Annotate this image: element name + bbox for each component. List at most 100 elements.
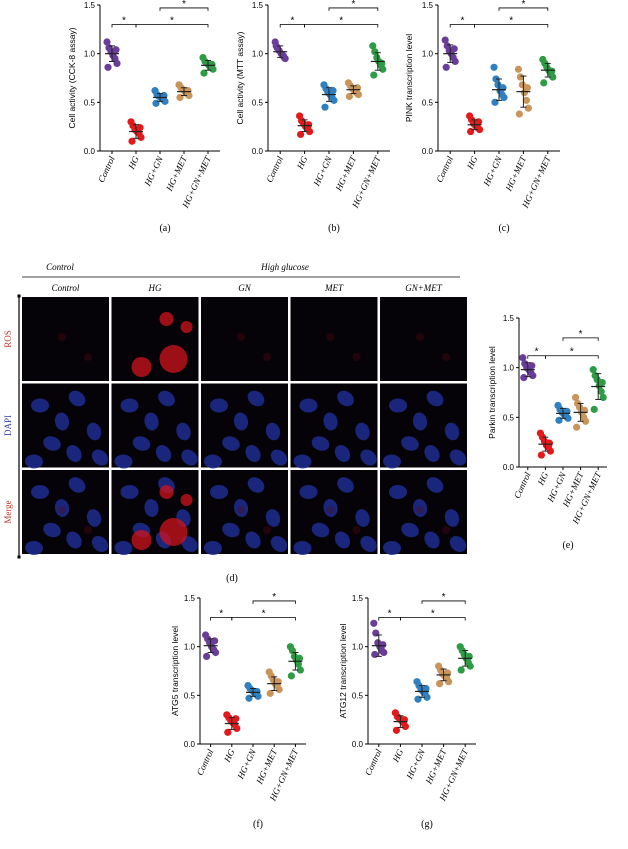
data-point	[589, 366, 597, 374]
dapi-nucleus	[181, 449, 198, 466]
dapi-nucleus	[210, 398, 228, 413]
dapi-nucleus	[43, 522, 61, 538]
data-point	[296, 666, 304, 674]
significance-star: *	[182, 0, 186, 10]
data-point	[522, 96, 531, 104]
micrograph-cell	[201, 297, 288, 381]
data-point	[184, 87, 192, 95]
significance-star: *	[388, 608, 392, 619]
ros-signal	[159, 312, 174, 326]
data-point	[152, 99, 160, 107]
x-tick-label: HG+MET	[503, 154, 529, 194]
micrograph-cell	[380, 470, 467, 556]
dapi-nucleus	[120, 398, 139, 413]
y-tick-label: 0.5	[503, 413, 515, 422]
dapi-nucleus	[222, 522, 240, 538]
dapi-nucleus	[265, 422, 281, 441]
data-point	[414, 695, 422, 703]
data-point	[371, 650, 379, 659]
dapi-nucleus	[334, 445, 351, 462]
dapi-nucleus	[412, 412, 428, 431]
y-axis-label: PINK transcription level	[404, 34, 414, 122]
x-tick-label: HG	[464, 154, 479, 171]
x-tick-label: HG+GN	[142, 154, 165, 189]
significance-star: *	[339, 15, 343, 26]
y-tick-label: 0.0	[252, 147, 264, 156]
significance-star: *	[460, 15, 464, 26]
data-point	[354, 90, 362, 99]
dapi-nucleus	[444, 422, 460, 441]
data-point	[442, 63, 450, 71]
data-point	[537, 451, 546, 459]
y-tick-label: 1.0	[184, 643, 196, 652]
data-point	[233, 724, 241, 733]
dapi-nucleus	[181, 536, 198, 552]
significance-star: *	[219, 608, 223, 619]
column-header: Control	[52, 283, 80, 293]
dapi-nucleus	[323, 412, 338, 431]
micrograph-cell	[290, 470, 378, 556]
significance-star: *	[535, 347, 539, 358]
significance-bracket	[400, 617, 466, 621]
dapi-nucleus	[66, 445, 82, 462]
dapi-nucleus	[334, 531, 351, 549]
y-tick-label: 1.5	[252, 1, 264, 10]
data-point	[379, 65, 387, 73]
data-point	[529, 372, 537, 380]
dapi-nucleus	[424, 531, 440, 549]
y-tick-label: 0.5	[352, 691, 364, 700]
data-point	[112, 46, 120, 54]
dapi-nucleus	[233, 412, 249, 431]
dapi-nucleus	[383, 454, 401, 469]
dapi-nucleus	[120, 485, 139, 499]
dapi-nucleus	[31, 398, 49, 413]
data-point	[515, 110, 524, 118]
significance-star: *	[351, 0, 355, 10]
data-point	[436, 680, 444, 688]
y-tick-label: 1.0	[84, 50, 96, 59]
dapi-nucleus	[444, 509, 460, 527]
significance-star: *	[262, 608, 266, 619]
data-point	[401, 722, 409, 731]
significance-bracket	[545, 355, 599, 359]
dapi-nucleus	[91, 536, 109, 552]
y-tick-label: 1.5	[422, 1, 434, 10]
dapi-nucleus	[293, 540, 312, 556]
data-point	[321, 103, 329, 111]
significance-bracket	[562, 337, 599, 341]
y-tick-label: 0.0	[352, 740, 364, 749]
panel-label: (e)	[562, 540, 573, 551]
data-point	[514, 65, 523, 73]
data-point	[224, 728, 232, 736]
data-point	[203, 652, 211, 661]
micrograph-cell	[201, 383, 288, 469]
micrograph-cell	[111, 297, 199, 381]
row-label: ROS	[3, 330, 13, 348]
scale-bar-end	[17, 555, 21, 559]
dapi-nucleus	[132, 436, 151, 451]
significance-bracket	[252, 600, 296, 604]
dapi-nucleus	[176, 422, 191, 441]
ros-signal	[159, 345, 188, 373]
significance-star: *	[442, 592, 446, 603]
y-tick-label: 1.0	[252, 50, 264, 59]
micrograph-cell	[22, 297, 109, 381]
data-point	[379, 641, 387, 649]
dapi-nucleus	[204, 454, 222, 469]
significance-bracket	[498, 7, 549, 11]
data-point	[545, 439, 554, 447]
data-point	[573, 423, 581, 431]
data-point	[369, 42, 377, 50]
data-point	[519, 354, 527, 362]
panel-label: (f)	[253, 819, 263, 830]
data-point	[549, 73, 557, 81]
data-point	[275, 685, 283, 694]
data-point	[564, 414, 572, 422]
micrograph-cell	[111, 470, 199, 556]
micrograph-cell	[201, 470, 288, 556]
dapi-nucleus	[155, 445, 172, 462]
dapi-nucleus	[449, 536, 467, 552]
x-tick-label: HG	[535, 470, 550, 487]
ros-signal	[131, 530, 152, 550]
